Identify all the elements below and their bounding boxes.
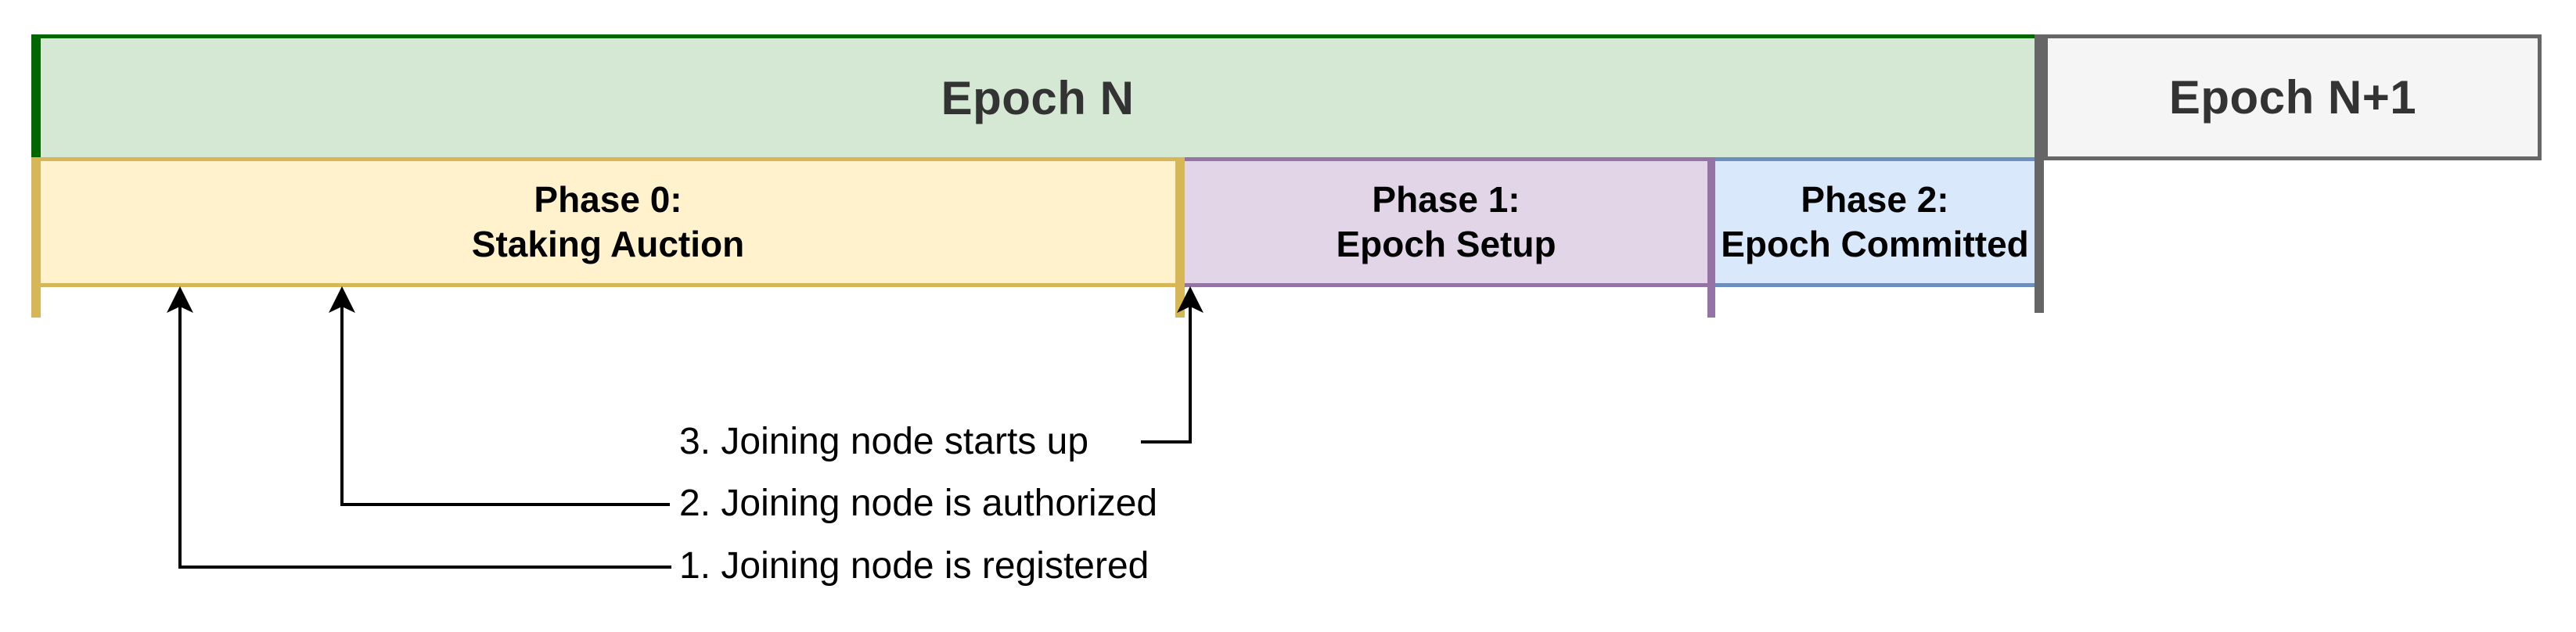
phase-1-subtitle: Epoch Setup	[1336, 224, 1556, 264]
phase-0-subtitle: Staking Auction	[471, 224, 745, 264]
epoch-n-plus-1-label: Epoch N+1	[2168, 71, 2417, 124]
annotation-node-starts-up: 3. Joining node starts up	[679, 421, 1089, 462]
arrowhead-up-icon	[167, 286, 193, 313]
epoch-start-tick	[31, 34, 41, 157]
connector-registered	[167, 286, 671, 569]
connector-authorized	[329, 286, 670, 506]
annotation-node-registered: 1. Joining node is registered	[679, 545, 1149, 587]
phase-0-start-tick	[31, 157, 41, 318]
epoch-boundary-divider	[2035, 34, 2044, 313]
epoch-n-label: Epoch N	[941, 71, 1135, 124]
epoch-n-bar: Epoch N	[41, 34, 2035, 157]
phase-1-title: Phase 1:	[1372, 179, 1520, 220]
phase-1-end-tick	[1707, 157, 1715, 318]
arrowhead-up-icon	[329, 286, 355, 313]
annotation-node-authorized: 2. Joining node is authorized	[679, 483, 1158, 524]
phase-2-bar: Phase 2: Epoch Committed	[1715, 157, 2035, 287]
phase-0-end-tick	[1175, 157, 1185, 318]
phase-0-title: Phase 0:	[534, 179, 682, 220]
phase-1-bar: Phase 1: Epoch Setup	[1185, 157, 1707, 287]
phase-0-bar: Phase 0: Staking Auction	[41, 157, 1175, 287]
phase-2-subtitle: Epoch Committed	[1721, 224, 2029, 264]
connector-starts-up	[1141, 286, 1203, 443]
epoch-n-plus-1-bar: Epoch N+1	[2044, 34, 2542, 160]
phase-2-title: Phase 2:	[1801, 179, 1949, 220]
